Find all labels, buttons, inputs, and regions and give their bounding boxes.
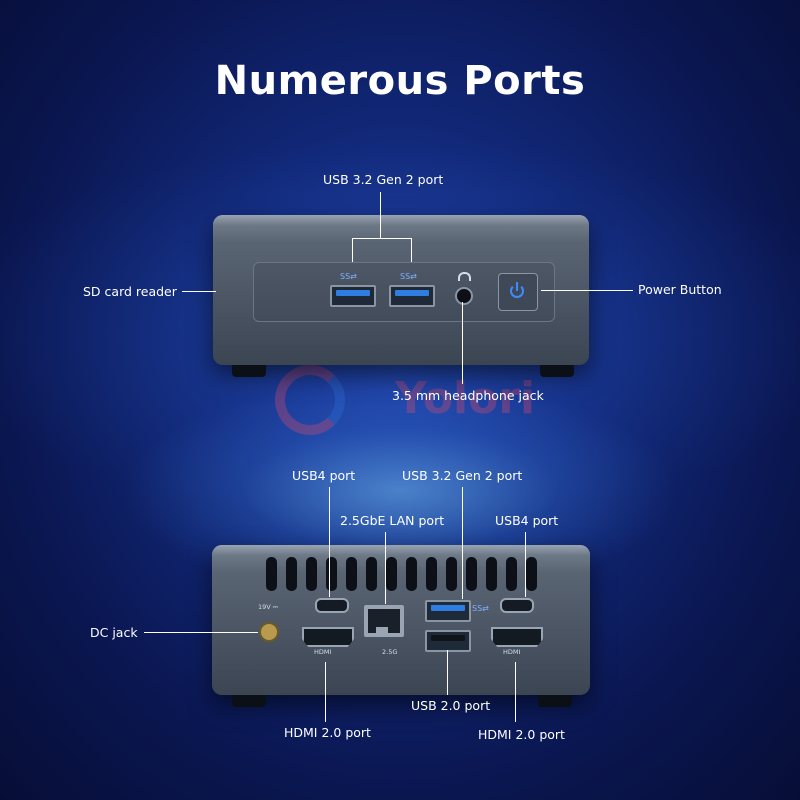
- usb20-port-back: [425, 630, 471, 652]
- usb-ss-icon: SS⇄: [400, 272, 417, 281]
- headphone-icon: [458, 272, 471, 281]
- box-foot: [232, 365, 266, 377]
- vent-slot: [326, 557, 337, 591]
- callout-lan: 2.5GbE LAN port: [340, 513, 445, 528]
- vent-slot: [506, 557, 517, 591]
- page-title: Numerous Ports: [214, 58, 586, 104]
- callout-sd-card: SD card reader: [83, 284, 177, 299]
- vent-slot: [366, 557, 377, 591]
- callout-usb32-back: USB 3.2 Gen 2 port: [402, 468, 523, 483]
- usb4-port-right: [500, 598, 534, 613]
- callout-usb20: USB 2.0 port: [411, 698, 491, 713]
- box-top-edge: [213, 215, 589, 225]
- headphone-jack: [455, 287, 473, 305]
- hdmi-logo: HDMI: [314, 648, 332, 656]
- callout-headphone-jack: 3.5 mm headphone jack: [392, 388, 544, 403]
- callout-power-button: Power Button: [638, 282, 722, 297]
- callout-usb32-front: USB 3.2 Gen 2 port: [323, 172, 444, 187]
- vent-slot: [526, 557, 537, 591]
- vent-slot: [306, 557, 317, 591]
- hdmi-port-right: [491, 627, 543, 647]
- callout-hdmi-left: HDMI 2.0 port: [284, 725, 371, 740]
- power-icon: [510, 284, 524, 298]
- watermark-logo-icon: [275, 365, 345, 435]
- callout-usb4-right: USB4 port: [495, 513, 559, 528]
- callout-dc-jack: DC jack: [90, 625, 138, 640]
- vent-slot: [286, 557, 297, 591]
- box-foot: [232, 695, 266, 707]
- front-usb-a-port: [330, 285, 376, 307]
- usb4-port-left: [315, 598, 349, 613]
- dc-jack: [259, 622, 279, 642]
- vent-slot: [466, 557, 477, 591]
- callout-usb4-left: USB4 port: [292, 468, 356, 483]
- lan-marking: 2.5G: [382, 648, 398, 656]
- usb-ss-icon: SS⇄: [472, 604, 489, 613]
- vent-slot: [446, 557, 457, 591]
- box-foot: [538, 695, 572, 707]
- watermark-text: Yolori: [395, 373, 536, 424]
- box-foot: [540, 365, 574, 377]
- front-usb-a-port: [389, 285, 435, 307]
- vent-slot: [426, 557, 437, 591]
- lan-port: [364, 605, 404, 637]
- callout-hdmi-right: HDMI 2.0 port: [478, 727, 565, 742]
- vent-slot: [406, 557, 417, 591]
- vent-slot: [266, 557, 277, 591]
- usb-ss-icon: SS⇄: [340, 272, 357, 281]
- dc-marking: 19V ⎓: [258, 603, 278, 611]
- vent-slot: [346, 557, 357, 591]
- vent-slot: [386, 557, 397, 591]
- usb32-port-back: [425, 600, 471, 622]
- power-button[interactable]: [498, 273, 538, 311]
- hdmi-port-left: [302, 627, 354, 647]
- vent-slot: [486, 557, 497, 591]
- watermark: Yolori: [275, 365, 575, 445]
- box-top-edge: [212, 545, 590, 555]
- hdmi-logo: HDMI: [503, 648, 521, 656]
